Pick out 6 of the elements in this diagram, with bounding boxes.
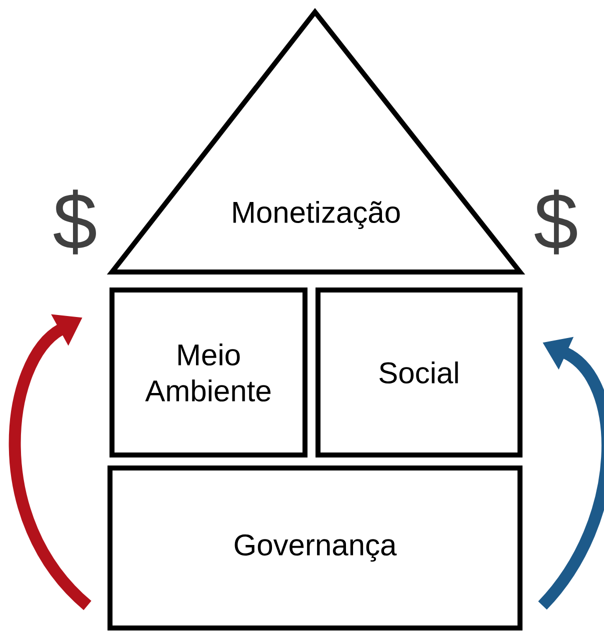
pillar-box: Governança <box>108 466 522 630</box>
curved-arrow <box>8 314 92 610</box>
pillar-box: Social <box>316 288 522 458</box>
pillar-box: Meio Ambiente <box>110 288 308 458</box>
dollar-sign: $ <box>54 190 96 254</box>
dollar-sign: $ <box>534 190 577 254</box>
